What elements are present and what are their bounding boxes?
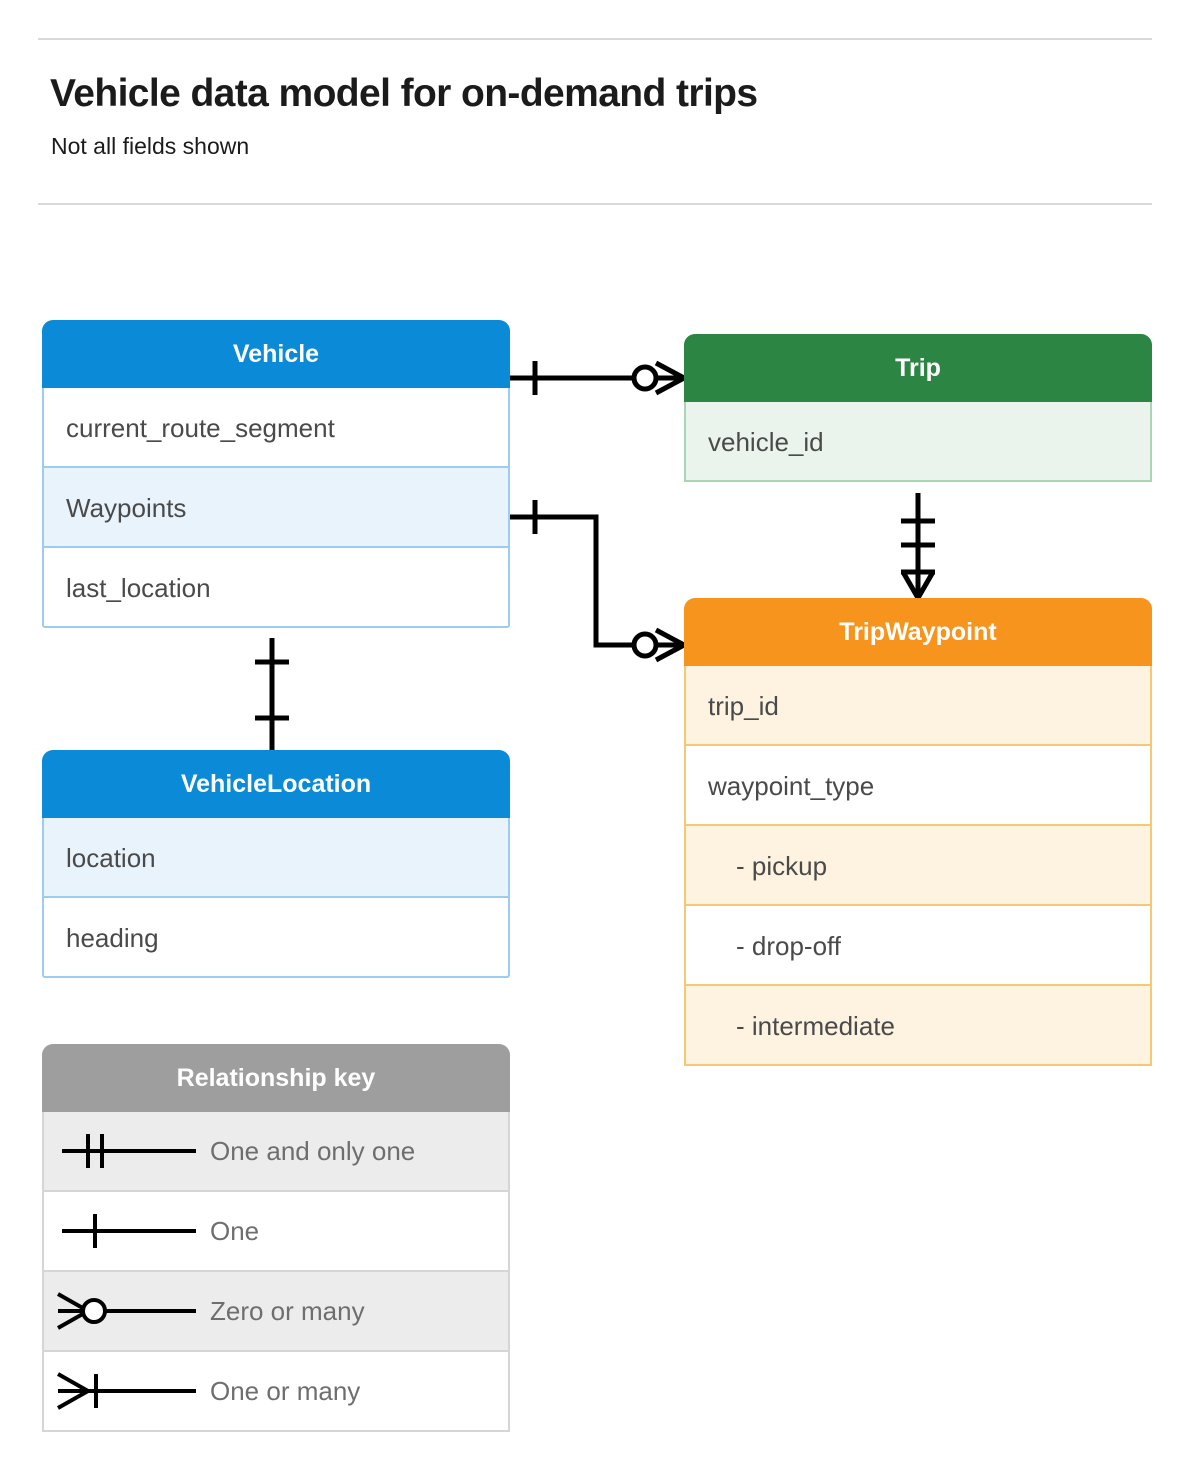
page-title: Vehicle data model for on-demand trips (50, 72, 758, 115)
entity-trip-field-vehicle-id[interactable]: vehicle_id (684, 402, 1152, 482)
one-and-only-one-icon (62, 1134, 196, 1168)
legend-item-one: One (42, 1192, 510, 1272)
one-or-many-icon (57, 1372, 196, 1410)
connector-vehicle-trip (510, 360, 686, 396)
entity-tripwaypoint-field-trip-id[interactable]: trip_id (684, 666, 1152, 746)
legend-label-one-and-only-one: One and only one (210, 1136, 416, 1166)
entity-trip-title: Trip (684, 334, 1152, 402)
entity-vehicle-location[interactable]: VehicleLocation location heading (42, 750, 510, 978)
legend-item-one-or-many: One or many (42, 1352, 510, 1432)
entity-trip[interactable]: Trip vehicle_id (684, 334, 1152, 482)
entity-vehicle-location-field-location[interactable]: location (42, 818, 510, 898)
connector-trip-tripwaypoint (900, 493, 936, 600)
legend-label-one: One (210, 1216, 260, 1246)
page-subtitle: Not all fields shown (51, 133, 250, 159)
entity-tripwaypoint-title: TripWaypoint (684, 598, 1152, 666)
entity-tripwaypoint-field-waypoint-type[interactable]: waypoint_type (684, 746, 1152, 826)
entity-vehicle-title: Vehicle (42, 320, 510, 388)
entity-vehicle-location-field-heading[interactable]: heading (42, 898, 510, 978)
legend-label-one-or-many: One or many (210, 1376, 361, 1406)
header-rule-bottom (38, 203, 1152, 205)
connector-waypoints-tripwaypoint (510, 500, 686, 663)
zero-or-many-icon (57, 1292, 196, 1330)
entity-tripwaypoint-value-pickup[interactable]: - pickup (684, 826, 1152, 906)
entity-tripwaypoint-value-drop-off[interactable]: - drop-off (684, 906, 1152, 986)
entity-vehicle-location-title: VehicleLocation (42, 750, 510, 818)
entity-tripwaypoint[interactable]: TripWaypoint trip_id waypoint_type - pic… (684, 598, 1152, 1066)
relationship-key-title: Relationship key (42, 1044, 510, 1112)
header-rule-top (38, 38, 1152, 40)
entity-vehicle-field-current-route-segment[interactable]: current_route_segment (42, 388, 510, 468)
connector-vehicle-vehiclelocation (255, 638, 289, 750)
one-icon (62, 1214, 196, 1248)
relationship-key-legend: Relationship key One and only one One (42, 1044, 510, 1432)
entity-vehicle-field-last-location[interactable]: last_location (42, 548, 510, 628)
legend-label-zero-or-many: Zero or many (210, 1296, 365, 1326)
legend-item-zero-or-many: Zero or many (42, 1272, 510, 1352)
entity-tripwaypoint-value-intermediate[interactable]: - intermediate (684, 986, 1152, 1066)
entity-vehicle-field-waypoints[interactable]: Waypoints (42, 468, 510, 548)
legend-item-one-and-only-one: One and only one (42, 1112, 510, 1192)
entity-vehicle[interactable]: Vehicle current_route_segment Waypoints … (42, 320, 510, 628)
